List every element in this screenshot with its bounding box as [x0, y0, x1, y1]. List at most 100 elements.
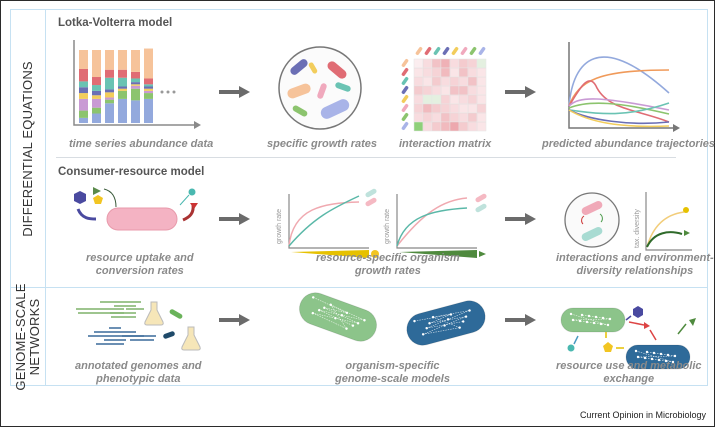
network-node [421, 333, 425, 336]
bar-segment [144, 88, 153, 91]
bar-segment [79, 68, 88, 82]
trajectory-line [568, 109, 670, 128]
network-edge [444, 316, 467, 326]
network-node [652, 351, 656, 355]
bar-segment [118, 86, 127, 89]
bacterium-uptake-icon [74, 187, 198, 231]
matrix-cell [431, 94, 442, 105]
matrix-cell [458, 94, 469, 105]
gradient-wedge [399, 250, 477, 258]
pentagon-resource [371, 250, 379, 258]
network-node [312, 296, 315, 299]
network-node [443, 324, 446, 327]
bar-segment [144, 84, 153, 87]
network-node [606, 323, 610, 327]
caption-diversity: interactions and environment- diversity … [556, 252, 714, 277]
interaction-arrow [581, 215, 585, 225]
matrix-cell [431, 85, 442, 96]
arrow-right-icon [219, 213, 250, 225]
network-bacterium-icon [298, 292, 486, 346]
bacterium [106, 207, 178, 231]
bar-segment [144, 78, 153, 85]
bacterium [317, 83, 327, 99]
bar-segment [118, 77, 127, 87]
trajectory-line [568, 98, 670, 111]
network-node [671, 360, 675, 364]
flask-icon [144, 301, 164, 326]
exchange-arrow [625, 315, 632, 321]
matrix-cell [422, 103, 433, 114]
arrow-right-icon [505, 314, 536, 326]
matrix-cell [413, 67, 424, 78]
matrix-cell [467, 112, 478, 123]
matrix-cell [413, 121, 424, 132]
species-marker [433, 46, 441, 56]
network-node [634, 349, 638, 353]
matrix-cell [449, 58, 460, 69]
matrix-cell [431, 67, 442, 78]
matrix-cell [413, 58, 424, 69]
bacterium [292, 105, 308, 117]
species-marker [415, 46, 423, 56]
caption-genomes: annotated genomes and phenotypic data [75, 360, 202, 385]
matrix-cell [413, 94, 424, 105]
bar-segment [105, 77, 114, 90]
arrow-right-icon [505, 213, 536, 225]
matrix-cell [449, 67, 460, 78]
bacterium [320, 99, 350, 119]
network-edge [423, 327, 460, 335]
species-marker [424, 46, 432, 56]
matrix-cell [422, 58, 433, 69]
pentagon-resource [93, 195, 103, 204]
matrix-cell [458, 85, 469, 96]
network-node [664, 359, 668, 363]
network-node [363, 319, 366, 322]
species-marker [401, 85, 409, 95]
circle-product [188, 188, 196, 196]
axis-arrow [194, 121, 201, 129]
matrix-cell [440, 121, 451, 132]
species-marker [401, 94, 409, 104]
matrix-cell [476, 58, 487, 69]
matrix-cell [449, 121, 460, 132]
network-node [601, 316, 605, 320]
trajectory-line [568, 56, 670, 107]
matrix-cell [458, 112, 469, 123]
caption-trajectories: predicted abundance trajectories [542, 138, 715, 150]
triangle-resource [689, 318, 696, 326]
network-edge [432, 316, 460, 328]
matrix-cell [449, 112, 460, 123]
dish [564, 192, 620, 248]
bar-segment [131, 78, 140, 83]
chart-axes [288, 194, 369, 249]
network-edge [324, 307, 348, 314]
network-node [323, 306, 326, 309]
bar-segment [131, 85, 140, 89]
bacterium [287, 83, 311, 99]
bar-segment [131, 71, 140, 79]
network-node [340, 314, 344, 317]
matrix-cell [431, 121, 442, 132]
exchange-arrow [649, 329, 657, 341]
differential-equations-label: DIFFERENTIAL EQUATIONS [20, 60, 35, 237]
growth-curve [396, 207, 468, 247]
diversity-curve [646, 231, 683, 248]
bacterium-body [298, 292, 378, 342]
exchange-arrow [677, 323, 687, 335]
bar-segment [118, 88, 127, 91]
differential-equations-section: DIFFERENTIAL EQUATIONS Lotka-Volterra mo… [11, 10, 715, 288]
matrix-cell [458, 58, 469, 69]
network-edge [312, 312, 347, 329]
network-node [580, 313, 584, 317]
network-edge [572, 318, 611, 321]
network-node [594, 315, 598, 319]
matrix-cell [431, 112, 442, 123]
bar-segment [92, 113, 101, 123]
network-edge [312, 312, 336, 319]
bar-segment [144, 90, 153, 94]
section-sidebar: GENOME-SCALE NETWORKS [11, 283, 46, 390]
matrix-cell [476, 112, 487, 123]
network-node [599, 322, 603, 326]
bar-segment [105, 89, 114, 93]
diversity-curve-icon: tax. diversity [564, 192, 692, 251]
